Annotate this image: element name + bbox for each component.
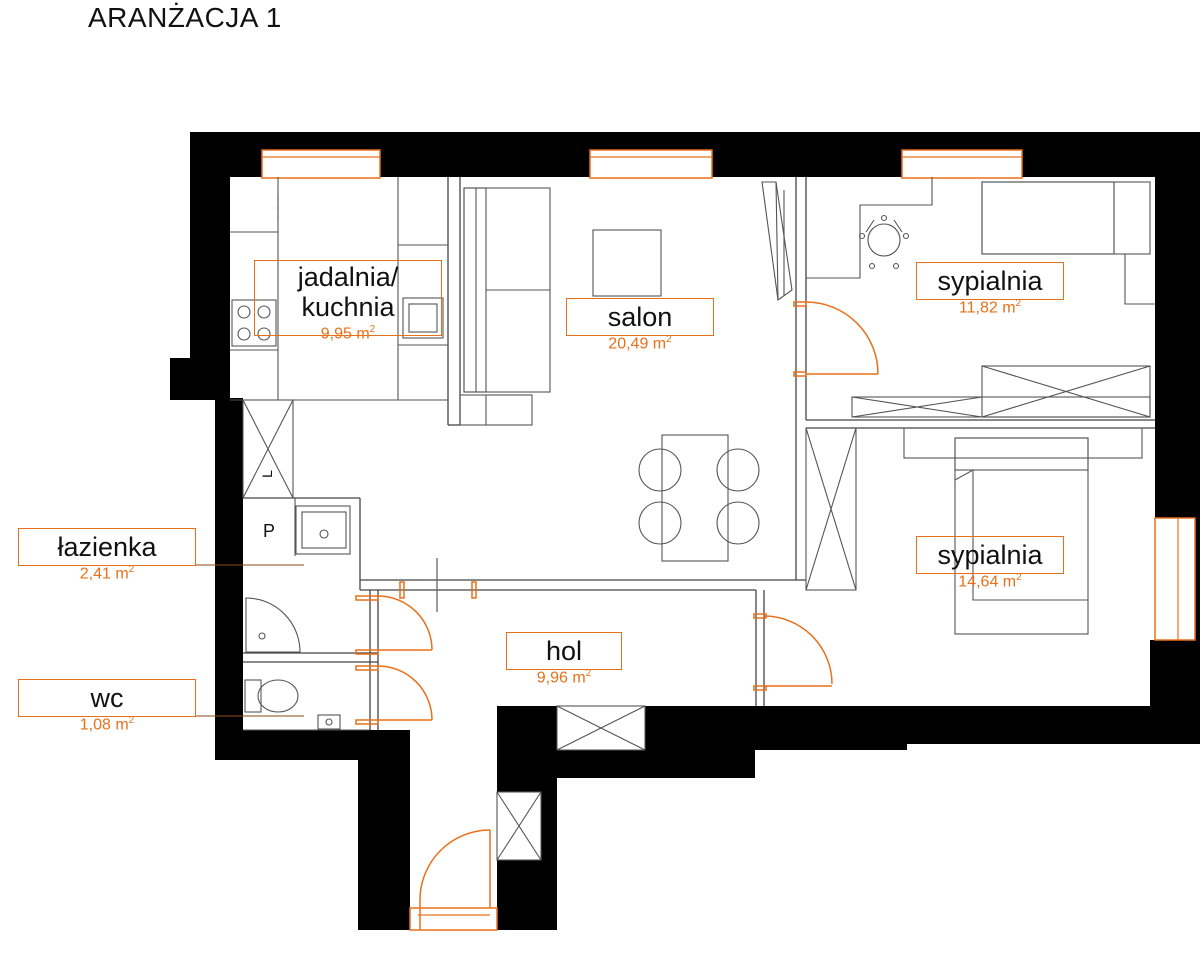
room-name: jadalnia/ <box>297 262 399 292</box>
room-label-living: salon 20,49 m2 <box>566 302 714 353</box>
room-label-bathroom: łazienka 2,41 m2 <box>18 532 196 583</box>
room-name: hol <box>545 636 583 666</box>
page-title: ARANŻACJA 1 <box>88 2 282 33</box>
kitchen-fixtures <box>230 177 448 499</box>
bathroom-fixtures <box>243 498 370 731</box>
room-area: 9,95 m2 <box>320 324 376 343</box>
room-name: sypialnia <box>937 266 1043 296</box>
bathroom-label-box <box>18 528 196 566</box>
wc-label-box <box>18 679 196 717</box>
room-name: salon <box>607 302 673 332</box>
doors <box>355 301 879 930</box>
washer-letter: P <box>263 521 276 541</box>
room-name: sypialnia <box>937 540 1043 570</box>
fridge-letter: L <box>258 470 275 478</box>
room-name: kuchnia <box>301 292 395 322</box>
room-label-wc: wc 1,08 m2 <box>18 683 196 734</box>
bedroom1-label-box <box>916 262 1064 300</box>
room-area: 1,08 m2 <box>79 715 135 734</box>
hall-fixtures <box>496 705 646 861</box>
partitions <box>243 177 1155 730</box>
room-label-bedroom2: sypialnia 14,64 m2 <box>916 540 1064 591</box>
room-label-hall: hol 9,96 m2 <box>506 636 622 687</box>
hall-label-box <box>506 632 622 670</box>
room-label-bedroom1: sypialnia 11,82 m2 <box>916 266 1064 317</box>
leader-lines <box>196 564 304 717</box>
room-area: 20,49 m2 <box>608 334 672 353</box>
kitchen-label-box <box>254 260 442 336</box>
windows <box>261 149 1196 641</box>
bedroom2-label-box <box>916 536 1064 574</box>
room-label-kitchen: jadalnia/ kuchnia 9,95 m2 <box>254 262 442 343</box>
room-area: 9,96 m2 <box>536 668 592 687</box>
walls <box>170 132 1200 930</box>
room-area: 2,41 m2 <box>79 564 135 583</box>
bedroom2-furniture <box>805 427 1143 635</box>
bedroom1-furniture <box>806 177 1155 418</box>
room-area: 14,64 m2 <box>958 572 1022 591</box>
room-name: łazienka <box>57 532 157 562</box>
living-label-box <box>566 298 714 336</box>
room-name: wc <box>90 683 124 713</box>
living-furniture <box>459 181 793 562</box>
room-area: 11,82 m2 <box>958 298 1022 317</box>
